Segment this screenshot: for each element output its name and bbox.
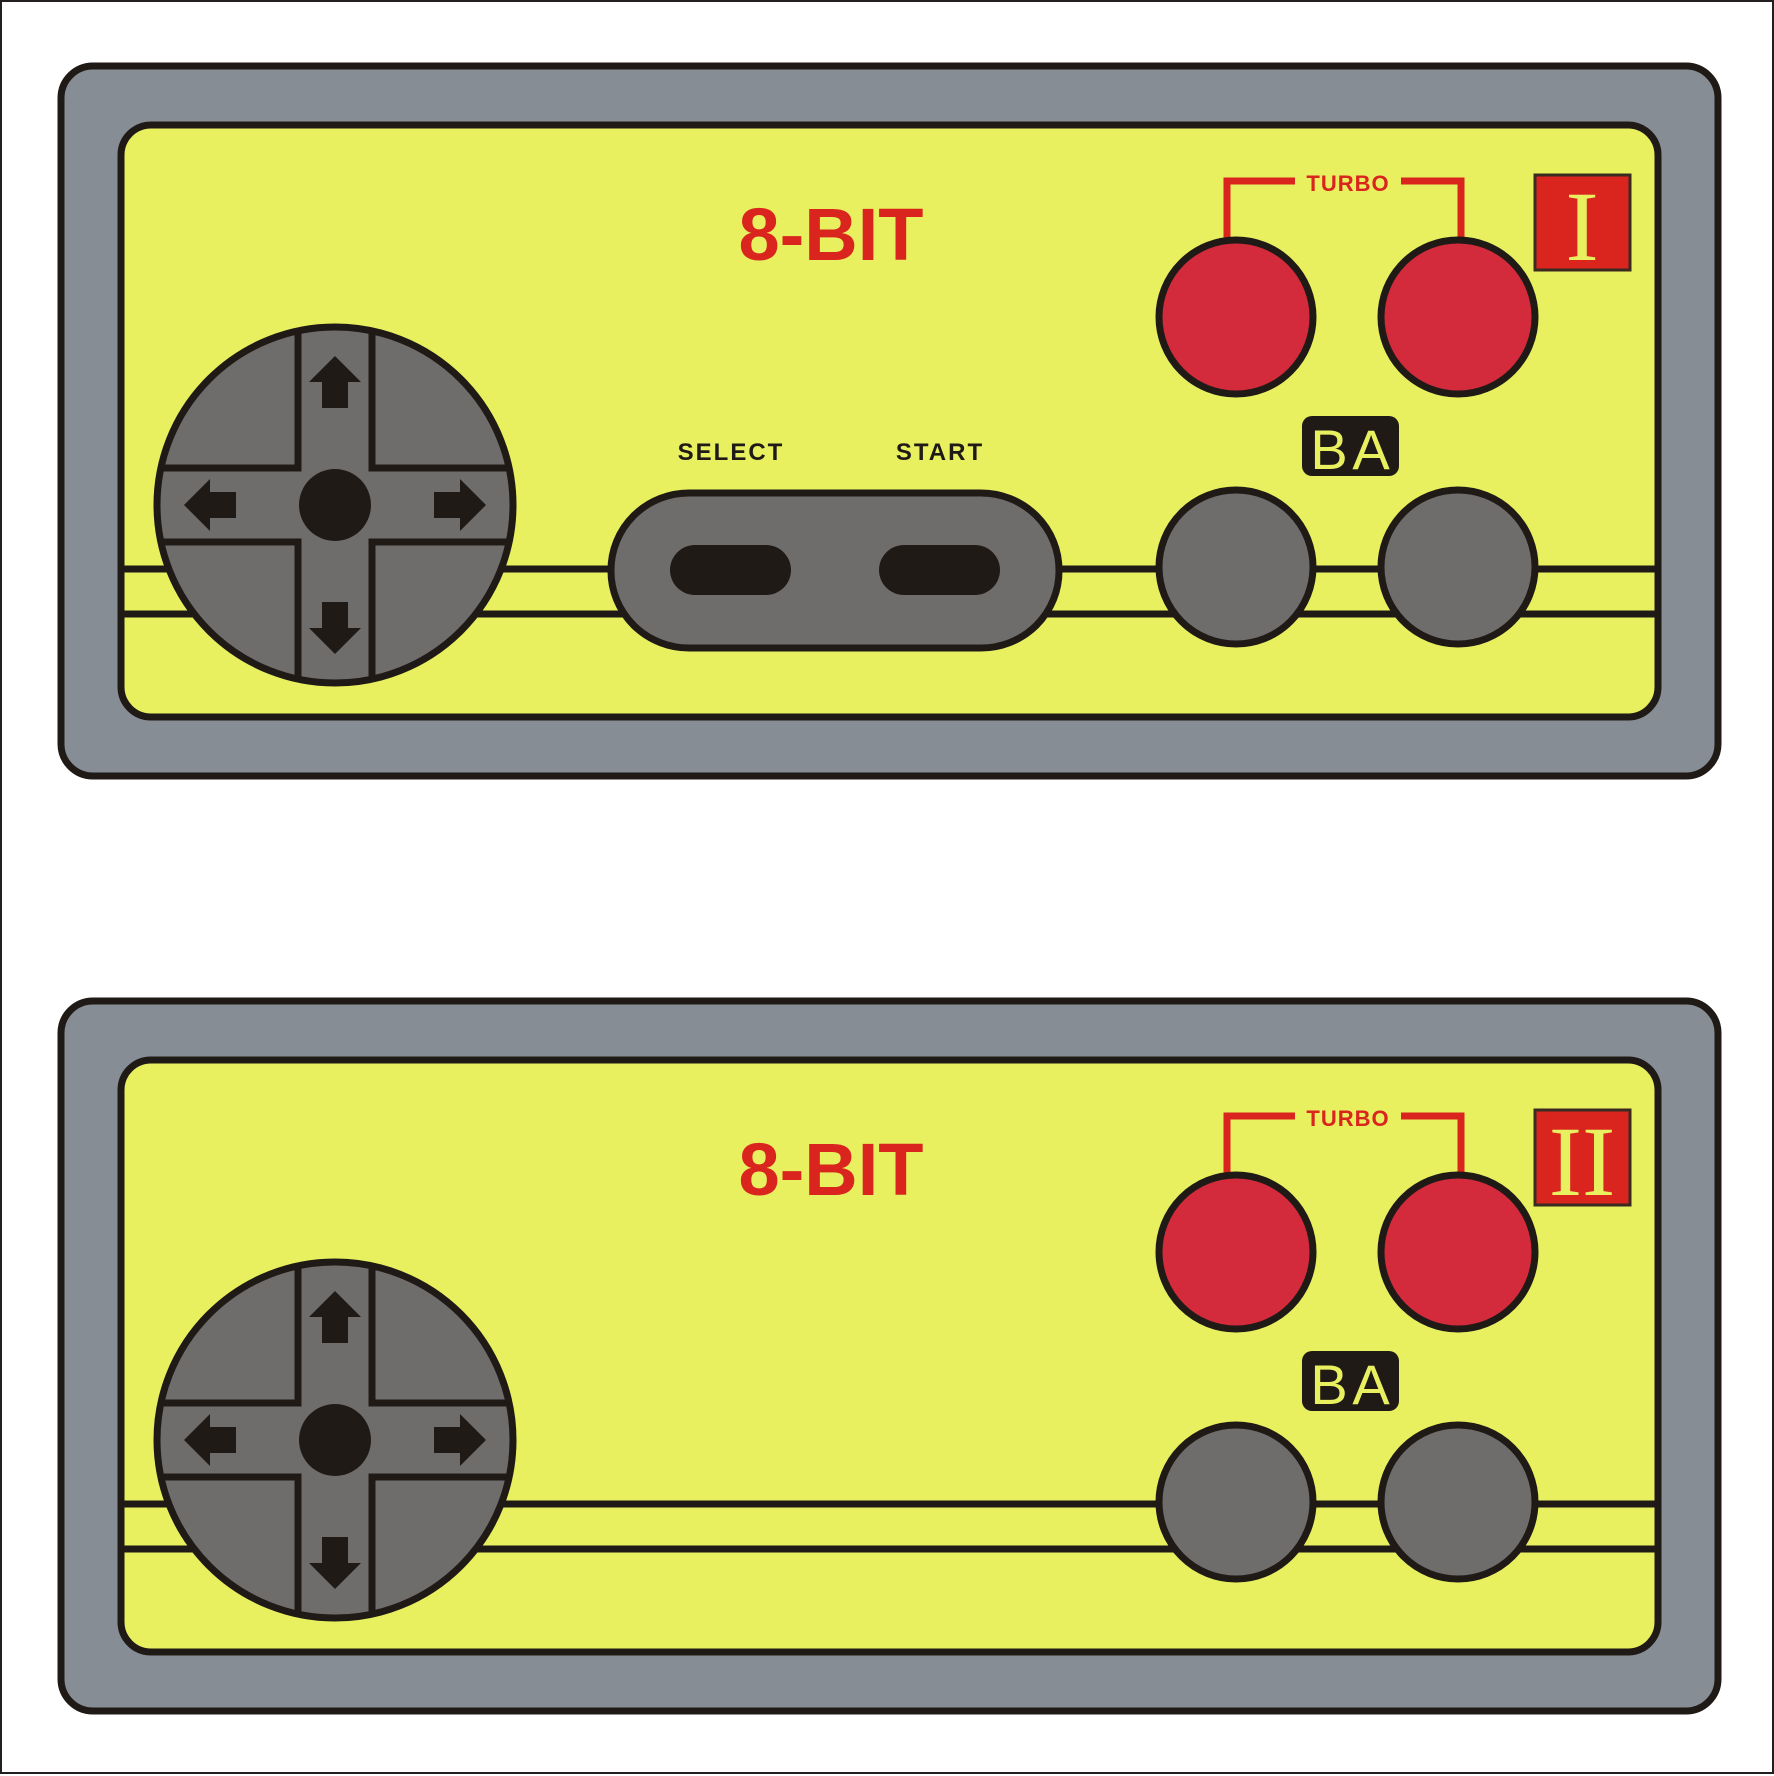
turbo-a-button[interactable] (1377, 236, 1539, 398)
arrow-right-icon (434, 1414, 486, 1466)
player-numeral: II (1549, 1106, 1616, 1217)
turbo-label: TURBO (1306, 1106, 1389, 1131)
arrow-left-icon (184, 1414, 236, 1466)
dpad[interactable] (153, 323, 517, 687)
ba-badge (1302, 1351, 1399, 1411)
arrow-left-icon (184, 479, 236, 531)
arrow-down-icon (309, 1537, 361, 1589)
brand-logo: 8-BIT (739, 1128, 924, 1211)
brand-logo: 8-BIT (739, 193, 924, 276)
a-button[interactable] (1377, 1421, 1539, 1583)
turbo-bracket (1223, 177, 1465, 238)
arrow-up-icon (309, 356, 361, 408)
dpad[interactable] (153, 1258, 517, 1622)
turbo-label: TURBO (1306, 171, 1389, 196)
arrow-up-icon (309, 1291, 361, 1343)
select-start-housing (607, 489, 1063, 652)
dpad-center (299, 469, 371, 541)
select-button[interactable] (670, 545, 791, 595)
b-button[interactable] (1155, 486, 1317, 648)
arrow-down-icon (309, 602, 361, 654)
turbo-b-button[interactable] (1155, 236, 1317, 398)
player-badge (1533, 173, 1632, 272)
badge-a: A (1352, 418, 1390, 481)
select-label: SELECT (678, 439, 785, 466)
arrow-right-icon (434, 479, 486, 531)
turbo-bracket (1223, 1112, 1465, 1173)
ba-badge (1302, 416, 1399, 476)
dpad-center (299, 1404, 371, 1476)
start-button[interactable] (879, 545, 1000, 595)
badge-b: B (1310, 418, 1347, 481)
badge-b: B (1310, 1353, 1347, 1416)
a-button[interactable] (1377, 486, 1539, 648)
turbo-b-button[interactable] (1155, 1171, 1317, 1333)
turbo-a-button[interactable] (1377, 1171, 1539, 1333)
badge-a: A (1352, 1353, 1390, 1416)
start-label: START (896, 439, 984, 466)
b-button[interactable] (1155, 1421, 1317, 1583)
player-numeral: I (1565, 171, 1598, 282)
player-badge (1533, 1108, 1632, 1207)
